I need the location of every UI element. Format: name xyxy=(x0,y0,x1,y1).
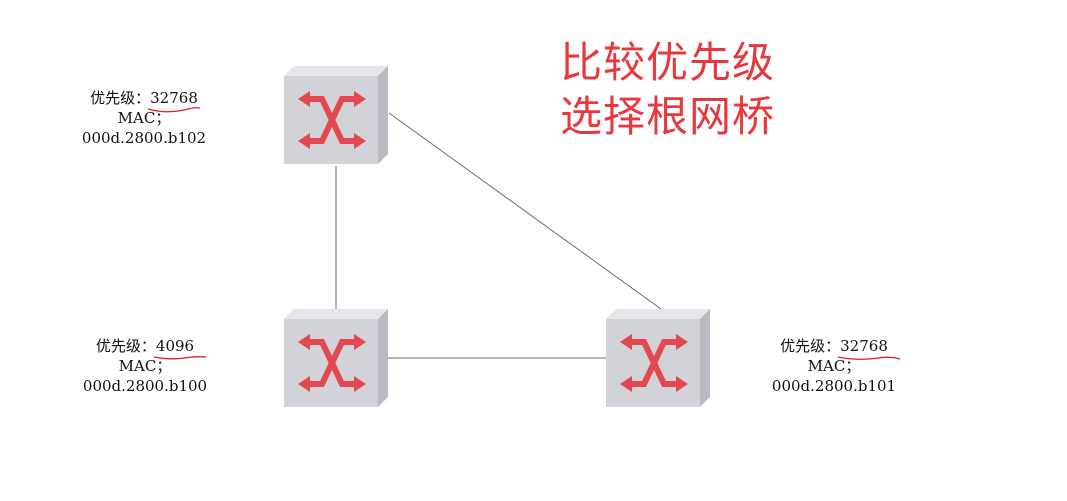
priority-line: 优先级：32768 xyxy=(744,336,924,360)
priority-value: 4096 xyxy=(153,336,206,360)
title-line-2: 选择根网桥 xyxy=(560,92,776,141)
priority-label: 优先级： xyxy=(95,337,156,355)
underline-mark xyxy=(147,107,201,113)
mac-value: 000d.2800.b102 xyxy=(81,129,207,147)
switch-bottom-right-icon xyxy=(606,309,710,407)
priority-label: 优先级： xyxy=(90,89,151,107)
underline-mark xyxy=(838,356,901,360)
switch-top-icon xyxy=(284,66,388,164)
switch-top-label: 优先级：32768 MAC； 000d.2800.b102 xyxy=(54,88,234,148)
mac-label: MAC； xyxy=(118,357,172,375)
switch-bottom-right-label: 优先级：32768 MAC； 000d.2800.b101 xyxy=(744,336,924,396)
switch-bottom-left-label: 优先级：4096 MAC； 000d.2800.b100 xyxy=(55,336,235,396)
mac-value: 000d.2800.b100 xyxy=(82,377,208,395)
priority-label: 优先级： xyxy=(780,337,841,355)
mac-label: MAC； xyxy=(807,357,861,375)
underline-mark xyxy=(153,356,206,360)
mac-label: MAC； xyxy=(117,109,171,127)
priority-line: 优先级：4096 xyxy=(55,336,235,360)
mac-value: 000d.2800.b101 xyxy=(771,377,897,395)
title-line-1: 比较优先级 xyxy=(560,38,776,87)
switch-bottom-left-icon xyxy=(284,309,388,407)
link-top-to-bottom-right xyxy=(388,112,662,310)
priority-line: 优先级：32768 xyxy=(54,88,234,113)
diagram-title: 比较优先级 选择根网桥 xyxy=(560,36,775,144)
priority-value: 32768 xyxy=(838,336,901,360)
priority-value: 32768 xyxy=(147,88,201,113)
